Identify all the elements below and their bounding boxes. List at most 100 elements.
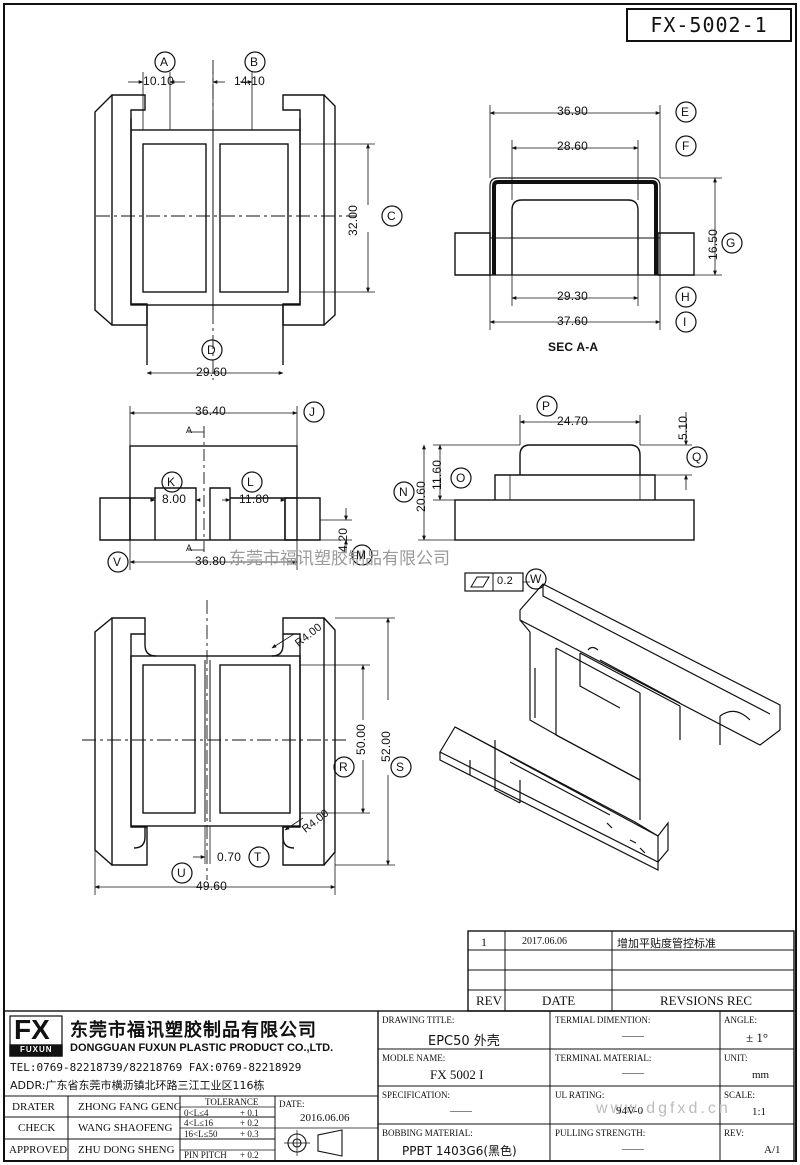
ref-label-j: J (309, 405, 316, 419)
drawing-title: EPC50 外壳 (428, 1034, 500, 1049)
dim-l: 11.80 (239, 492, 270, 506)
terminal-material-label: TERMINAL MATERIAL: (555, 1053, 652, 1063)
company-name-cn: 东莞市福讯塑胶制品有限公司 (70, 1020, 317, 1041)
drawing-number-box: FX-5002-1 (626, 8, 792, 42)
dim-p: 24.70 (557, 414, 589, 428)
flatness-value: 0.2 (497, 575, 513, 587)
rev-value: A/1 (764, 1144, 781, 1156)
drawing-title-label: DRAWING TITLE: (382, 1015, 455, 1025)
ref-label-v: V (113, 555, 122, 569)
dim-s: 52.00 (379, 730, 393, 762)
terminal-dimension: —— (622, 1030, 644, 1042)
ref-label-n: N (399, 485, 408, 499)
dim-v: 36.80 (195, 554, 227, 568)
spec-value: —— (450, 1105, 472, 1117)
model-value: FX 5002 I (430, 1067, 484, 1082)
ref-label-s: S (396, 760, 405, 774)
company-tel: TEL:0769-82218739/82218769 FAX:0769-8221… (10, 1061, 302, 1074)
tolerance-value-1: + 0.1 (240, 1108, 259, 1118)
front-view (99, 406, 352, 570)
rev-label: REV: (724, 1128, 744, 1138)
watermark-company: 东莞市福讯塑胶制品有限公司 (229, 549, 450, 569)
section-view (454, 105, 722, 330)
ul-value: 94V-0 (616, 1105, 644, 1117)
dim-r: 50.00 (354, 723, 368, 755)
tolerance-value-4: + 0.2 (240, 1150, 259, 1160)
bobbin-label: BOBBING MATERIAL: (382, 1128, 473, 1138)
ref-label-m: M (356, 548, 367, 562)
tolerance-range-4: PIN PITCH (184, 1150, 227, 1160)
rev-row-1-rev: 1 (481, 935, 487, 949)
ref-label-o: O (456, 471, 466, 485)
dim-f: 28.60 (557, 139, 589, 153)
isometric-view (439, 583, 781, 871)
ref-label-c: C (387, 209, 396, 223)
section-mark-top: A (186, 425, 193, 435)
rev-header-desc: REVSIONS REC (660, 993, 753, 1008)
signoff-name-drater: ZHONG FANG GENG (78, 1101, 182, 1113)
rev-row-1-desc: 增加平贴度管控标准 (617, 937, 716, 950)
terminal-material: —— (622, 1067, 644, 1079)
date-label: DATE: (279, 1099, 305, 1109)
tolerance-value-2: + 0.2 (240, 1118, 259, 1128)
bobbin-value: PPBT 1403G6(黑色) (402, 1144, 517, 1158)
angle-value: ± 1° (746, 1030, 769, 1045)
dim-q: 5.10 (676, 415, 690, 440)
tolerance-range-1: 0<L≤4 (184, 1108, 209, 1118)
section-mark-bottom: A (186, 543, 193, 553)
dim-i: 37.60 (557, 314, 589, 328)
dim-k: 8.00 (162, 492, 187, 506)
rev-header-rev: REV (476, 993, 502, 1008)
rev-header-date: DATE (542, 993, 576, 1008)
tolerance-range-3: 16<L≤50 (184, 1129, 218, 1139)
terminal-dimension-label: TERMIAL DIMENTION: (555, 1015, 651, 1025)
ref-label-h: H (681, 290, 690, 304)
ref-label-g: G (726, 236, 736, 250)
angle-label: ANGLE: (724, 1015, 757, 1025)
drawing-number: FX-5002-1 (650, 13, 768, 37)
top-view (94, 60, 375, 380)
ref-label-e: E (681, 105, 690, 119)
ref-label-d: D (207, 343, 216, 357)
dim-c: 32.00 (346, 204, 360, 236)
ul-label: UL RATING: (555, 1090, 605, 1100)
company-logo-sub: FUXUN (20, 1045, 53, 1054)
dim-j: 36.40 (195, 404, 227, 418)
section-caption: SEC A-A (548, 340, 599, 354)
reference-circles (107, 51, 743, 884)
ref-label-r: R (339, 760, 348, 774)
dim-o: 11.60 (430, 459, 444, 490)
ref-label-k: K (167, 475, 176, 489)
ref-label-f: F (682, 139, 690, 153)
dim-u: 49.60 (196, 879, 228, 893)
dim-m: 4.20 (336, 527, 350, 552)
ref-label-t: T (254, 850, 262, 864)
date-value: 2016.06.06 (300, 1112, 350, 1124)
watermark-url: www.dgfxd.cn (596, 1100, 731, 1117)
ref-label-u: U (177, 866, 186, 880)
dim-d: 29.60 (196, 365, 228, 379)
dim-e: 36.90 (557, 104, 589, 118)
dim-g: 16.50 (706, 228, 720, 260)
bottom-view (82, 600, 395, 895)
company-logo: FX (14, 1014, 50, 1045)
ref-label-i: I (683, 315, 687, 329)
company-address: ADDR:广东省东莞市横沥镇北环路三江工业区116栋 (10, 1079, 265, 1092)
dim-h: 29.30 (557, 289, 589, 303)
rev-row-1-date: 2017.06.06 (522, 936, 567, 947)
ref-label-q: Q (692, 450, 702, 464)
unit-value: mm (752, 1069, 770, 1081)
scale-value: 1:1 (752, 1106, 767, 1118)
scale-label: SCALE: (724, 1090, 756, 1100)
signoff-name-approved: ZHU DONG SHENG (78, 1144, 175, 1156)
ref-label-b: B (250, 55, 259, 69)
signoff-role-approved: APPROVED (9, 1144, 68, 1156)
signoff-name-check: WANG SHAOFENG (78, 1122, 173, 1134)
unit-label: UNIT: (724, 1053, 748, 1063)
ref-label-a: A (160, 55, 169, 69)
company-name-en: DONGGUAN FUXUN PLASTIC PRODUCT CO.,LTD. (70, 1042, 334, 1054)
dim-t: 0.70 (217, 850, 242, 864)
tolerance-title: TOLERANCE (205, 1097, 259, 1107)
tolerance-value-3: + 0.3 (240, 1129, 259, 1139)
